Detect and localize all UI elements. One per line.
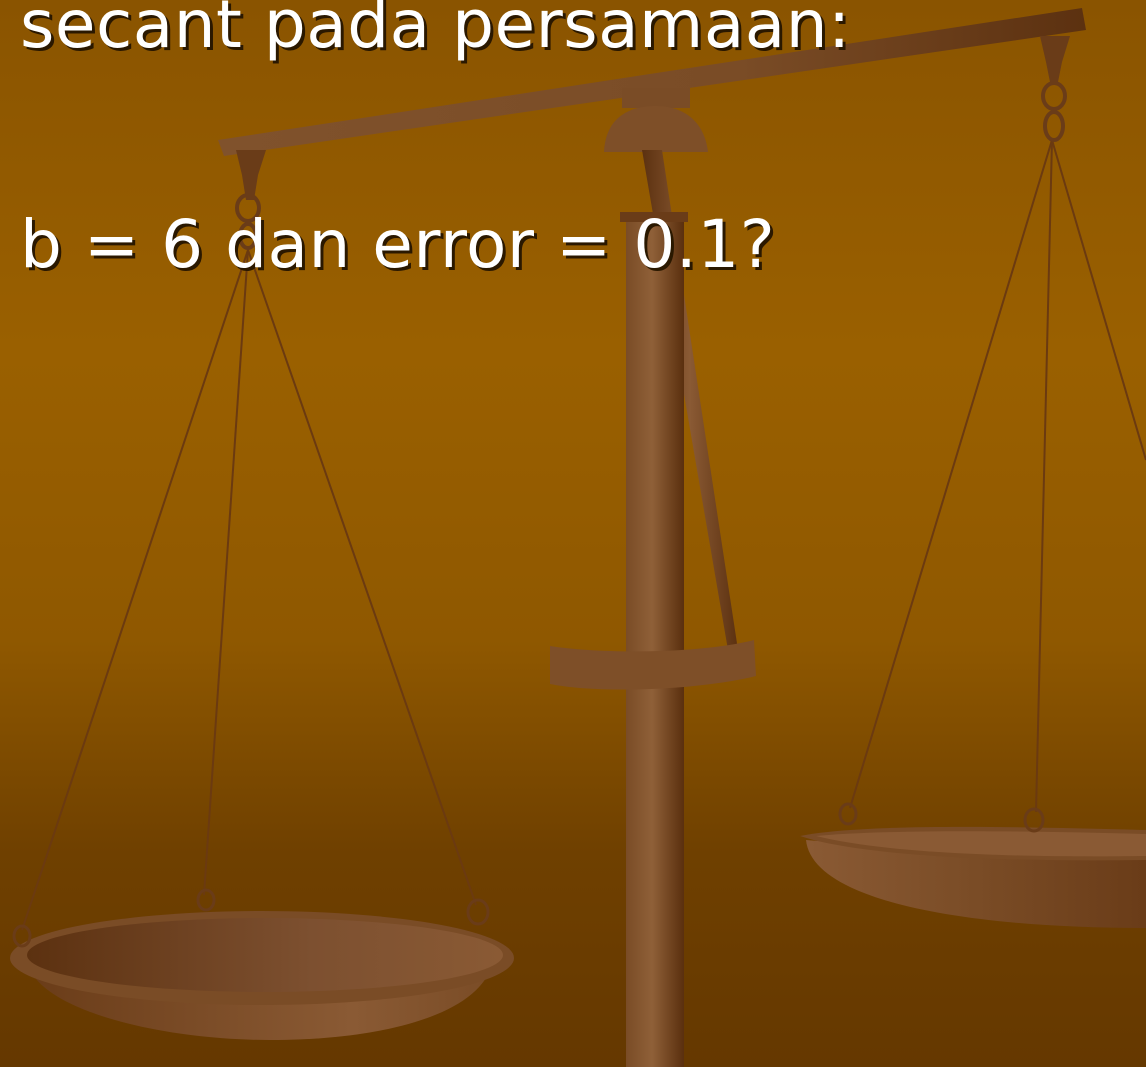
slide-text-line-1: secant pada persamaan: bbox=[20, 0, 851, 63]
crossbar bbox=[550, 640, 756, 690]
right-hanger bbox=[1040, 36, 1070, 82]
central-pole bbox=[626, 212, 684, 1067]
left-pan-strings bbox=[21, 249, 477, 931]
left-hanger bbox=[236, 150, 266, 200]
pivot-cap bbox=[604, 106, 708, 152]
right-pan-strings bbox=[849, 139, 1146, 813]
balance-beam bbox=[218, 8, 1086, 156]
slide-text-line-2: b = 6 dan error = 0.1? bbox=[20, 206, 776, 283]
right-pan bbox=[806, 840, 1146, 928]
